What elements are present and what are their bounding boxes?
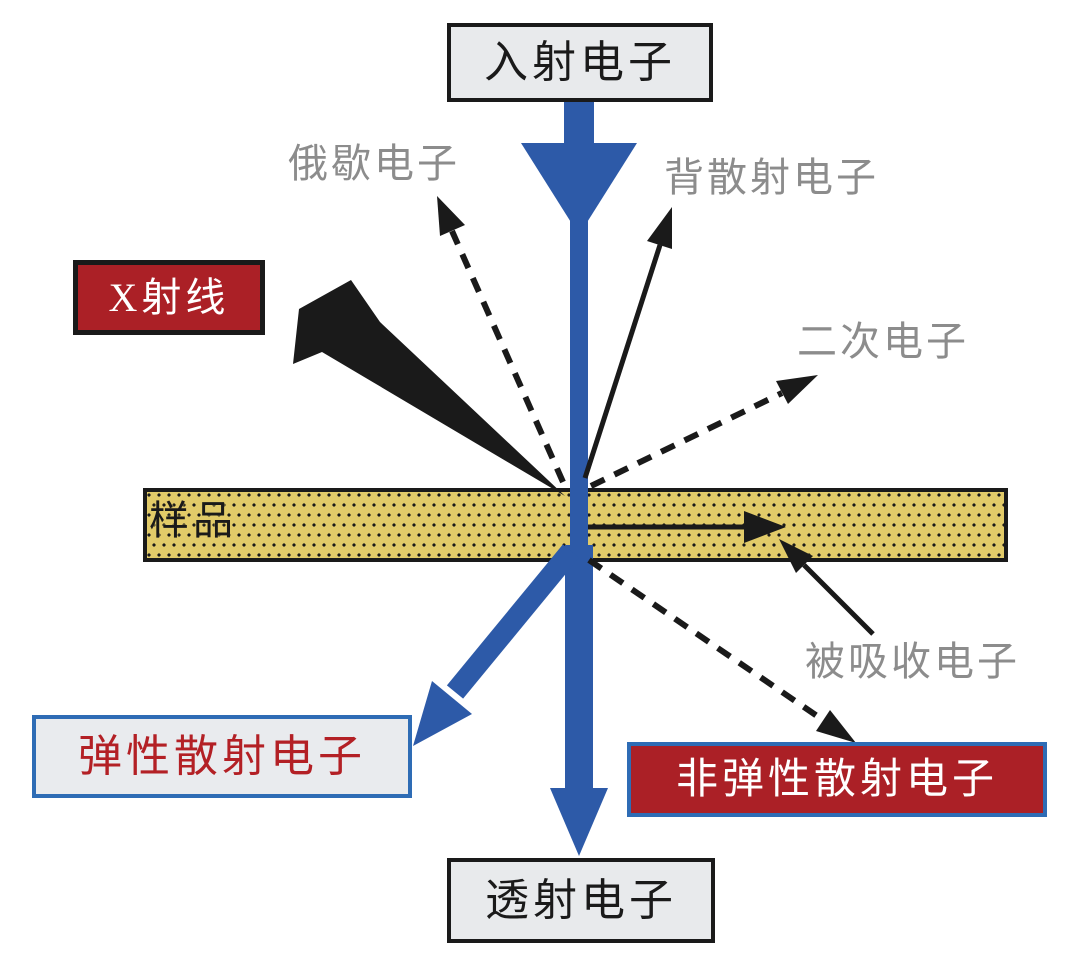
auger-arrow (437, 196, 566, 484)
backscattered-electrons-label: 背散射电子 (664, 155, 879, 200)
absorbed-arrow (588, 511, 786, 543)
transmitted-beam-arrow (550, 545, 608, 856)
elastic-electrons-label: 弹性散射电子 (78, 731, 366, 781)
sample-label: 样品 (149, 498, 237, 543)
incident-beam-arrow (521, 100, 637, 560)
incident-electrons-label: 入射电子 (484, 37, 676, 87)
backscattered-arrow (582, 207, 672, 479)
xray-label: X射线 (108, 274, 230, 320)
incident-electrons-box: 入射电子 (447, 23, 713, 102)
elastic-electrons-box: 弹性散射电子 (32, 715, 412, 798)
inelastic-electrons-label: 非弹性散射电子 (675, 756, 998, 803)
inelastic-electrons-box: 非弹性散射电子 (627, 742, 1047, 817)
transmitted-electrons-label: 透射电子 (485, 875, 677, 925)
transmitted-electrons-box: 透射电子 (447, 858, 715, 943)
secondary-arrow (589, 375, 818, 489)
elastic-beam-arrow (413, 544, 580, 746)
auger-electrons-label: 俄歇电子 (288, 141, 460, 186)
absorbed-callout-arrow (779, 539, 875, 636)
xray-arrow (293, 280, 565, 496)
absorbed-electrons-label: 被吸收电子 (805, 639, 1020, 684)
inelastic-arrow (587, 557, 856, 743)
secondary-electrons-label: 二次电子 (797, 319, 969, 364)
xray-box: X射线 (73, 260, 265, 335)
